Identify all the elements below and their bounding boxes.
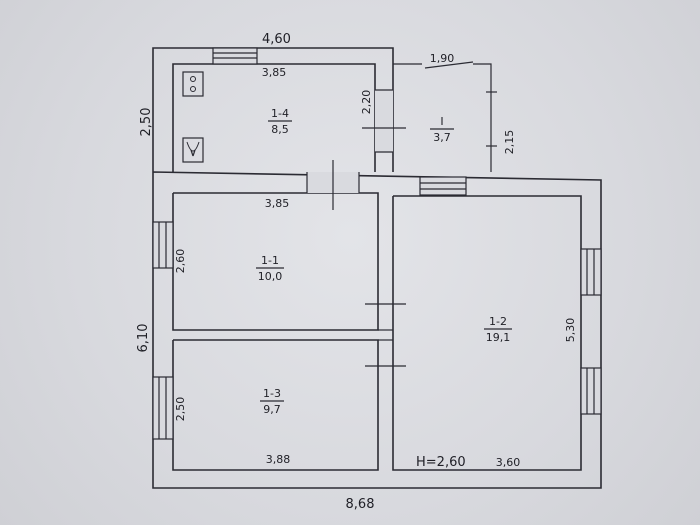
- room-number: I: [440, 115, 443, 128]
- dim-room13-height: 2,50: [174, 397, 187, 422]
- main-block-walls: [152, 171, 602, 489]
- porch-walls: [393, 61, 497, 172]
- room-number: 1-2: [489, 315, 507, 328]
- sink-icon: [182, 137, 204, 163]
- room-1-4-label: 1-4 8,5: [268, 107, 292, 136]
- dim-porch-width: 1,90: [430, 52, 455, 65]
- room-1-1-label: 1-1 10,0: [256, 254, 284, 283]
- room-porch-label: I 3,7: [430, 115, 454, 144]
- room-number: 1-3: [263, 387, 281, 400]
- dim-left-total: 6,10: [136, 324, 151, 353]
- stove-icon: [182, 71, 204, 97]
- ceiling-height: H=2,60: [416, 455, 466, 470]
- dim-top-width: 4,60: [262, 32, 291, 47]
- dim-room14-height: 2,20: [360, 90, 373, 115]
- dim-bottom-total: 8,68: [346, 497, 375, 512]
- dim-room12-height: 5,30: [564, 318, 577, 343]
- room-area: 19,1: [486, 331, 511, 344]
- room-number: 1-4: [271, 107, 289, 120]
- room-number: 1-1: [261, 254, 279, 267]
- dim-room11-width: 3,85: [265, 197, 290, 210]
- room-1-2-label: 1-2 19,1: [484, 315, 512, 344]
- doors: [306, 89, 406, 367]
- room-area: 9,7: [263, 403, 281, 416]
- dim-room13-width: 3,88: [266, 453, 291, 466]
- dim-porch-height: 2,15: [503, 130, 516, 155]
- room-area: 10,0: [258, 270, 283, 283]
- dim-left-upper: 2,50: [139, 108, 154, 137]
- room-area: 3,7: [433, 131, 451, 144]
- dim-room12-width: 3,60: [496, 456, 521, 469]
- room-1-3-label: 1-3 9,7: [260, 387, 284, 416]
- windows: [152, 47, 602, 440]
- dim-room11-height: 2,60: [174, 249, 187, 274]
- room-area: 8,5: [271, 123, 289, 136]
- dim-room14-width: 3,85: [262, 66, 287, 79]
